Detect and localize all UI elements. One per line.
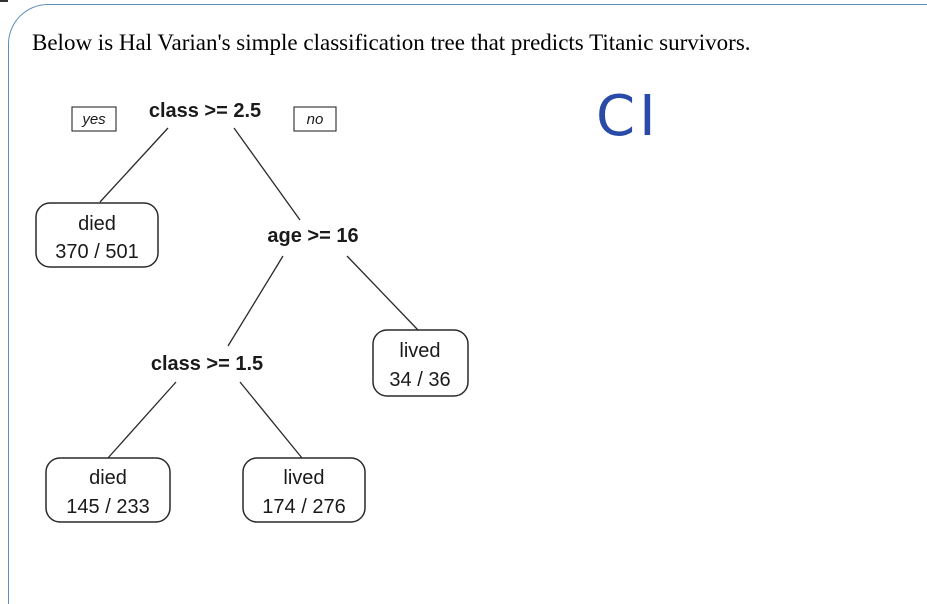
no-tag: no bbox=[307, 111, 324, 128]
slide-frame bbox=[8, 4, 927, 604]
classification-tree: yes no class >= 2.5 died 370 / 501 age >… bbox=[35, 100, 469, 523]
leaf-died-class2-count: 145 / 233 bbox=[66, 496, 149, 518]
slide-caption: Below is Hal Varian's simple classificat… bbox=[32, 30, 751, 55]
leaf-died-root-count: 370 / 501 bbox=[55, 241, 138, 263]
leaf-lived-class2-count: 174 / 276 bbox=[262, 496, 345, 518]
leaf-lived-age bbox=[372, 329, 469, 397]
edge-root-right bbox=[233, 127, 301, 221]
leaf-died-root bbox=[35, 202, 159, 268]
leaf-died-class2-label: died bbox=[89, 467, 127, 489]
leaf-died-root-label: died bbox=[78, 213, 116, 235]
class2-split-label: class >= 1.5 bbox=[151, 353, 263, 375]
edge-class2-right bbox=[239, 381, 303, 459]
handwritten-annotation: CI bbox=[596, 84, 660, 149]
no-tag-box bbox=[293, 106, 337, 132]
leaf-lived-class2-label: lived bbox=[283, 467, 324, 489]
edge-age-left bbox=[227, 255, 284, 347]
leaf-died-class2 bbox=[45, 457, 171, 523]
leaf-lived-age-label: lived bbox=[399, 340, 440, 362]
edge-class2-left bbox=[107, 381, 177, 459]
yes-tag: yes bbox=[81, 111, 106, 128]
root-split-label: class >= 2.5 bbox=[149, 100, 261, 122]
age-split-label: age >= 16 bbox=[267, 225, 358, 247]
corner-mark bbox=[0, 0, 8, 2]
leaf-lived-age-count: 34 / 36 bbox=[389, 369, 450, 391]
edge-root-left bbox=[99, 127, 169, 203]
yes-tag-box bbox=[71, 106, 117, 132]
edge-age-right bbox=[346, 255, 419, 331]
leaf-lived-class2 bbox=[242, 457, 366, 523]
